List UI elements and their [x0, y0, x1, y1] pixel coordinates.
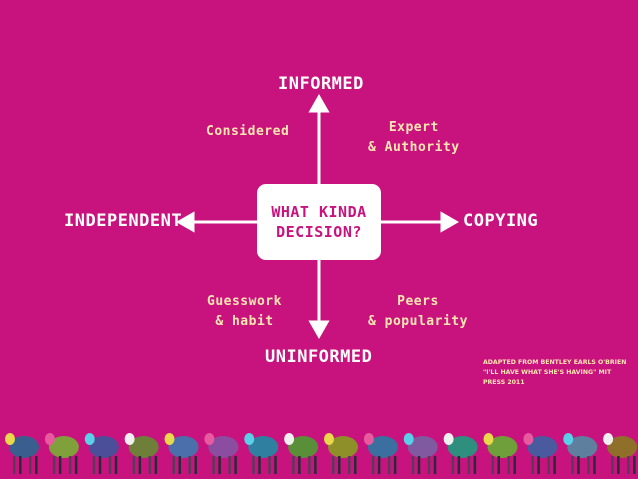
quadrant-bottom-left-line1: Guesswork — [207, 294, 282, 309]
sheep-icon — [523, 433, 558, 474]
quadrant-top-right-line2: & Authority — [368, 140, 460, 155]
axis-label-independent: INDEPENDENT — [64, 211, 183, 231]
sheep-icon — [124, 433, 159, 474]
axis-label-uninformed: UNINFORMED — [265, 347, 373, 367]
sheep-icon — [44, 433, 79, 474]
quadrant-top-right-line1: Expert — [388, 120, 439, 135]
source-credit-line2: "I'll have what she's having" MIT — [483, 369, 612, 376]
sheep-icon — [284, 433, 319, 474]
sheep-icon — [244, 433, 279, 474]
sheep-icon — [603, 433, 638, 474]
arrowhead-up — [308, 93, 330, 113]
sheep-icon — [363, 433, 398, 474]
sheep-icon — [324, 433, 358, 474]
center-question-line1: WHAT KINDA — [271, 203, 367, 221]
quadrant-bottom-right-line1: Peers — [397, 294, 439, 309]
quadrant-bottom-left-line2: & habit — [215, 314, 274, 329]
quadrant-top-left: Considered — [206, 122, 289, 142]
sheep-icon — [204, 433, 239, 474]
sheep-icon — [84, 433, 119, 474]
sheep-decoration-strip — [5, 433, 638, 474]
quadrant-bottom-right-line2: & popularity — [368, 314, 468, 329]
arrowhead-down — [308, 320, 330, 340]
quadrant-top-right: Expert & Authority — [368, 118, 460, 158]
sheep-icon — [483, 433, 518, 474]
arrowhead-left — [175, 211, 195, 233]
quadrant-top-left-line1: Considered — [206, 124, 290, 139]
sheep-icon — [403, 433, 438, 474]
sheep-icon — [164, 433, 199, 474]
center-question-box: WHAT KINDA DECISION? — [257, 184, 381, 260]
quadrant-bottom-right: Peers & popularity — [368, 292, 468, 332]
axis-label-copying: COPYING — [463, 211, 539, 231]
axis-label-informed: INFORMED — [278, 74, 364, 94]
center-question-line2: DECISION? — [276, 223, 362, 241]
source-credit-line3: Press 2011 — [483, 379, 525, 386]
quadrant-bottom-left: Guesswork & habit — [207, 292, 282, 332]
source-credit: Adapted from Bentley Earls O'Brien "I'll… — [483, 358, 633, 388]
source-credit-line1: Adapted from Bentley Earls O'Brien — [483, 359, 627, 366]
sheep-icon — [443, 433, 478, 474]
sheep-icon — [5, 433, 39, 474]
arrowhead-right — [440, 211, 460, 233]
sheep-icon — [563, 433, 598, 474]
